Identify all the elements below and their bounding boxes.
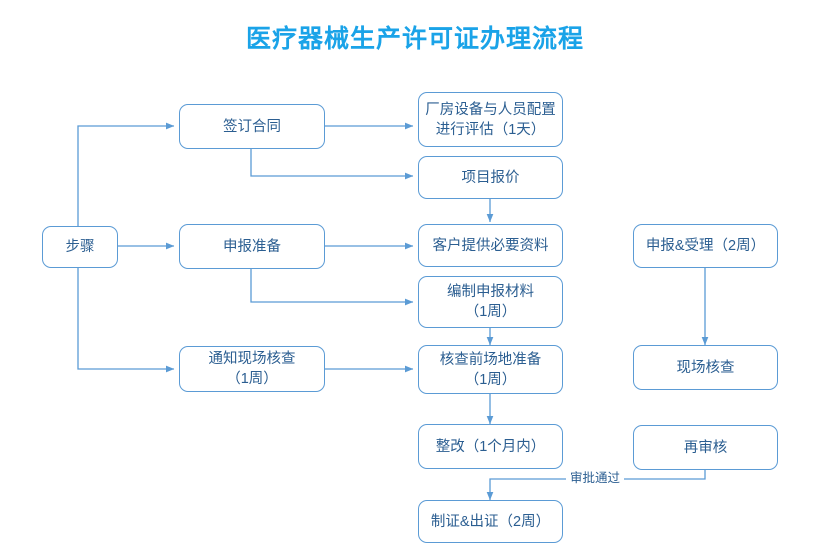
edge-steps-to-notify-inspection — [77, 268, 175, 373]
node-re-review[interactable]: 再审核 — [633, 425, 778, 470]
page-title: 医疗器械生产许可证办理流程 — [245, 25, 584, 53]
node-facility-assessment[interactable]: 厂房设备与人员配置 进行评估（1天） — [418, 92, 563, 147]
node-onsite-inspection[interactable]: 现场核查 — [633, 345, 778, 390]
edge-declaration-prep-to-compile-materials — [250, 269, 414, 306]
edge-label-approval-passed: 审批通过 — [566, 471, 625, 485]
node-notify-inspection[interactable]: 通知现场核查 （1周） — [179, 346, 325, 392]
node-site-preparation[interactable]: 核查前场地准备 （1周） — [418, 345, 563, 394]
node-customer-materials[interactable]: 客户提供必要资料 — [418, 224, 563, 267]
node-compile-materials[interactable]: 编制申报材料 （1周） — [418, 276, 563, 328]
edge-steps-to-sign-contract — [77, 122, 175, 226]
node-project-quote[interactable]: 项目报价 — [418, 156, 563, 199]
node-declaration-prep[interactable]: 申报准备 — [179, 224, 325, 269]
node-rectification[interactable]: 整改（1个月内） — [418, 424, 563, 469]
node-steps[interactable]: 步骤 — [42, 226, 118, 268]
node-issue-certificate[interactable]: 制证&出证（2周） — [418, 500, 563, 543]
edge-sign-contract-to-project-quote — [250, 149, 414, 180]
node-sign-contract[interactable]: 签订合同 — [179, 104, 325, 149]
node-apply-accept[interactable]: 申报&受理（2周） — [633, 224, 778, 268]
